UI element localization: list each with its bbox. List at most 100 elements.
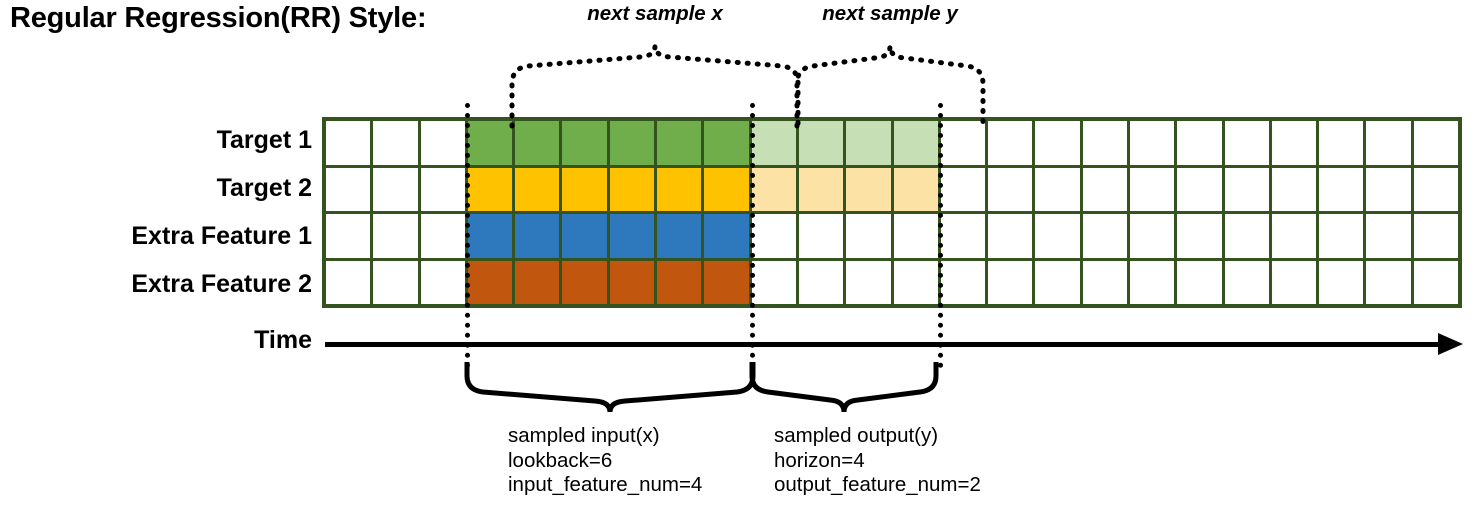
grid-cell [940, 260, 986, 304]
grid-cell [1413, 121, 1458, 165]
grid-cell [467, 214, 513, 258]
grid-cell [1271, 214, 1317, 258]
grid-cell [609, 260, 655, 304]
grid-cell [562, 260, 607, 304]
label-next-sample-y: next sample y [822, 2, 958, 25]
grid-cell [326, 260, 371, 304]
grid-cell [1129, 260, 1175, 304]
grid-cell [1319, 167, 1364, 211]
grid-cell [1271, 260, 1317, 304]
grid-cell [751, 260, 796, 304]
grid-cell [562, 167, 607, 211]
grid-cell [893, 214, 938, 258]
grid-cell [1082, 167, 1127, 211]
grid-cell [657, 260, 702, 304]
grid-cell [1319, 121, 1364, 165]
grid-cell [420, 214, 465, 258]
grid-cell [373, 121, 418, 165]
grid-cell [1224, 214, 1269, 258]
axis-label-time: Time [254, 326, 312, 354]
caption-sampled-output-line-2: horizon=4 [774, 448, 865, 472]
grid-cell [704, 260, 749, 304]
grid-cell [657, 167, 702, 211]
caption-sampled-input-line-2: lookback=6 [508, 448, 613, 472]
grid-cell [940, 121, 986, 165]
grid-cell [704, 167, 749, 211]
grid-cell [893, 260, 938, 304]
grid-cell [562, 214, 607, 258]
grid-cell [609, 121, 655, 165]
grid-cell [1082, 121, 1127, 165]
grid-cell [846, 121, 891, 165]
grid-cell [657, 214, 702, 258]
brace-next-sample-y [794, 45, 986, 129]
grid-cell [846, 167, 891, 211]
grid-cell [467, 167, 513, 211]
caption-sampled-input-line-3: input_feature_num=4 [508, 473, 703, 496]
grid-cell [515, 167, 560, 211]
grid-cell [1271, 167, 1317, 211]
caption-sampled-output-line-3: output_feature_num=2 [774, 473, 981, 496]
grid-cell [1035, 121, 1080, 165]
caption-sampled-output: sampled output(y) horizon=4 output_featu… [774, 424, 981, 498]
grid-cell [751, 121, 796, 165]
grid-cell [1082, 214, 1127, 258]
grid-cell [893, 121, 938, 165]
grid-cell [467, 260, 513, 304]
caption-sampled-input-line-1: sampled input(x) [508, 424, 660, 447]
grid-cell [1413, 167, 1458, 211]
caption-sampled-input: sampled input(x) lookback=6 input_featur… [508, 424, 702, 498]
grid-cell [373, 214, 418, 258]
grid-cell [1366, 167, 1411, 211]
grid-cell [1177, 214, 1222, 258]
grid-cell [326, 214, 371, 258]
brace-sampled-input [464, 362, 756, 413]
grid-cell [1035, 214, 1080, 258]
grid-cell [373, 167, 418, 211]
row-label-target-2: Target 2 [216, 174, 312, 202]
time-axis-line [325, 342, 1443, 347]
grid-cell [988, 260, 1033, 304]
caption-sampled-output-line-1: sampled output(y) [774, 424, 939, 447]
grid-cell [1082, 260, 1127, 304]
grid-cell [1271, 121, 1317, 165]
grid-cell [798, 167, 844, 211]
grid-cell [988, 121, 1033, 165]
grid-cell [704, 214, 749, 258]
brace-sampled-output [749, 362, 939, 413]
grid-cell [1413, 260, 1458, 304]
row-label-extra-feature-1: Extra Feature 1 [131, 222, 312, 250]
grid-cell [940, 167, 986, 211]
grid-cell [515, 260, 560, 304]
time-axis [325, 333, 1466, 355]
grid-cell [988, 167, 1033, 211]
row-label-column: Target 1 Target 2 Extra Feature 1 Extra … [0, 0, 312, 516]
grid-cell [798, 214, 844, 258]
grid-cell [1177, 260, 1222, 304]
grid-cell [988, 214, 1033, 258]
grid-cell [467, 121, 513, 165]
grid-cell [1366, 214, 1411, 258]
timeline-grid [322, 117, 1462, 308]
brace-next-sample-x [509, 45, 801, 129]
guide-line-output-end [938, 103, 943, 368]
grid-cell [798, 260, 844, 304]
grid-cell [326, 121, 371, 165]
grid-cell [704, 121, 749, 165]
grid-cell [515, 214, 560, 258]
row-label-extra-feature-2: Extra Feature 2 [131, 270, 312, 298]
guide-line-input-start [465, 103, 470, 368]
grid-cell [1177, 121, 1222, 165]
grid-cell [1413, 214, 1458, 258]
grid-cell [326, 167, 371, 211]
grid-cell [1224, 260, 1269, 304]
grid-cell [1129, 121, 1175, 165]
arrow-right-icon [1438, 333, 1463, 355]
grid-cell [846, 260, 891, 304]
guide-line-input-end [750, 103, 755, 368]
grid-cell [751, 167, 796, 211]
grid-cell [1129, 214, 1175, 258]
grid-cell [1035, 260, 1080, 304]
grid-cell [420, 260, 465, 304]
